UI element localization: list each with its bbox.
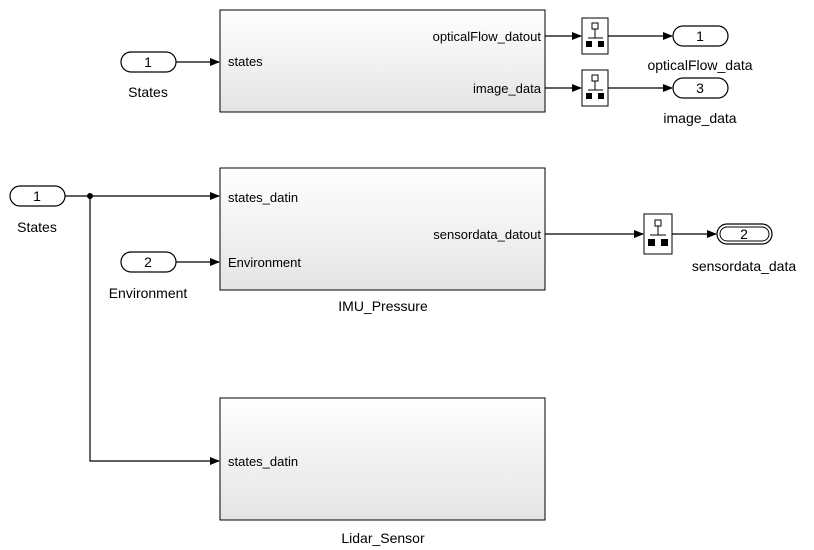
wire-states-to-lidar[interactable] (89, 196, 220, 465)
inport-states-left[interactable]: 1 States (9, 185, 66, 235)
outport-sensordata-data-number: 2 (740, 226, 748, 242)
subsystem-lidar-sensor-name: Lidar_Sensor (341, 530, 425, 546)
rate-transition-2[interactable] (581, 69, 609, 107)
inport-states-left-label: States (17, 219, 57, 235)
outport-sensordata-data-inner (719, 226, 770, 242)
outport-sensordata-data-label: sensordata_data (692, 258, 797, 274)
inport-environment-number: 2 (144, 254, 152, 270)
port-label-sensordata-datout: sensordata_datout (433, 227, 541, 242)
port-label-opticalflow-datout: opticalFlow_datout (433, 29, 542, 44)
subsystem-lidar-sensor-body[interactable] (219, 397, 546, 521)
subsystem-opticalflow[interactable]: states opticalFlow_datout image_data (219, 9, 546, 113)
outport-image-data[interactable]: 3 image_data (663, 77, 737, 126)
port-label-states-datin: states_datin (228, 190, 298, 205)
inport-states-left-number: 1 (33, 188, 41, 204)
outport-image-data-shape[interactable] (672, 77, 729, 99)
port-label-environment: Environment (228, 255, 301, 270)
outport-opticalflow-data-number: 1 (696, 28, 704, 44)
inport-environment[interactable]: 2 Environment (109, 251, 188, 301)
port-label-states: states (228, 54, 263, 69)
outport-image-data-number: 3 (696, 80, 704, 96)
subsystem-imu-pressure[interactable]: states_datin Environment sensordata_dato… (219, 167, 546, 314)
outport-sensordata-data-shape[interactable] (716, 223, 773, 245)
outport-opticalflow-data[interactable]: 1 opticalFlow_data (647, 25, 753, 73)
outport-opticalflow-data-label: opticalFlow_data (647, 57, 752, 73)
subsystem-opticalflow-body[interactable] (219, 9, 546, 113)
port-label-lidar-states-datin: states_datin (228, 454, 298, 469)
subsystem-imu-pressure-name: IMU_Pressure (338, 298, 428, 314)
inport-states-top-number: 1 (144, 54, 152, 70)
inport-states-top-label: States (128, 84, 168, 100)
rate-transition-3[interactable] (643, 213, 673, 255)
port-label-image-data-out: image_data (473, 81, 542, 96)
outport-opticalflow-data-shape[interactable] (672, 25, 729, 47)
outport-sensordata-data[interactable]: 2 sensordata_data (692, 223, 797, 274)
inport-environment-label: Environment (109, 285, 188, 301)
subsystem-imu-pressure-body[interactable] (219, 167, 546, 291)
subsystem-lidar-sensor[interactable]: states_datin Lidar_Sensor (219, 397, 546, 546)
outport-image-data-label: image_data (663, 110, 736, 126)
rate-transition-1[interactable] (581, 17, 609, 55)
inport-states-top[interactable]: 1 States (120, 51, 177, 100)
